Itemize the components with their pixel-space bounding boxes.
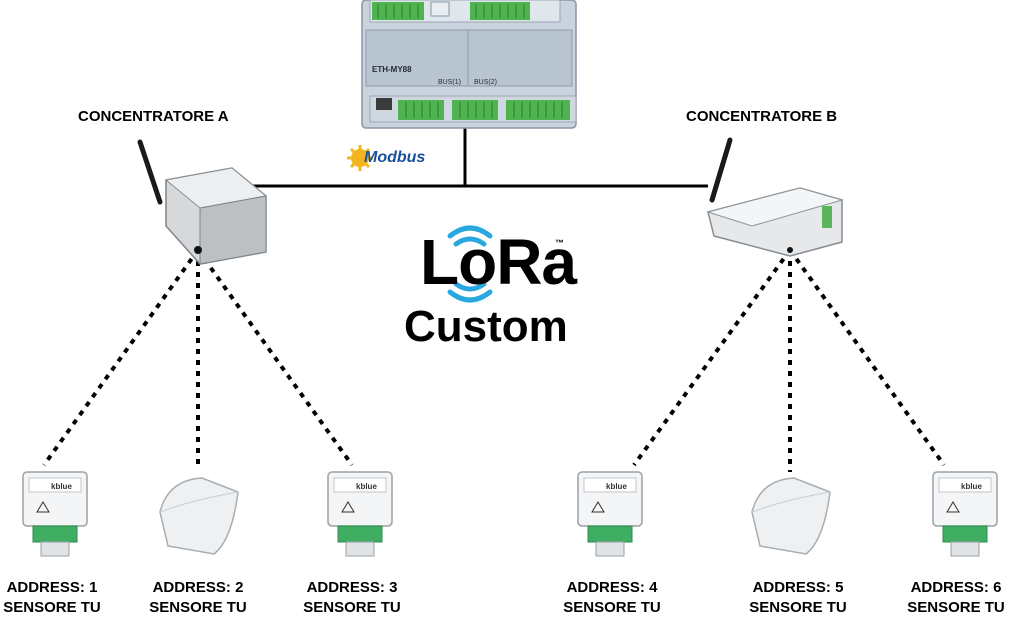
- sensor-device-2: [159, 477, 239, 555]
- link-a-3: [196, 248, 354, 467]
- link-b-6: [788, 248, 946, 467]
- device-brand-label: kblue: [961, 482, 982, 491]
- sensor-5-caption: ADDRESS: 5 SENSORE TU: [728, 578, 868, 618]
- sensor-device-4: kblue: [577, 471, 643, 557]
- sensor-2-caption: ADDRESS: 2 SENSORE TU: [128, 578, 268, 618]
- link-b-4: [632, 248, 792, 467]
- lora-wave-icon: [447, 225, 493, 303]
- sensor-type: SENSORE TU: [563, 599, 661, 616]
- concentrator-b-label: CONCENTRATORE B: [686, 108, 838, 125]
- modbus-logo-icon: [347, 145, 373, 171]
- sensor-device-3: kblue: [327, 471, 393, 557]
- sensor-type: SENSORE TU: [149, 599, 247, 616]
- sensor-address: ADDRESS: 3: [306, 579, 398, 596]
- bus2-label: BUS(2): [474, 79, 497, 86]
- device-brand-label: kblue: [356, 482, 377, 491]
- link-a-1: [42, 248, 200, 467]
- sensor-4-caption: ADDRESS: 4 SENSORE TU: [542, 578, 682, 618]
- antenna-icon: [709, 137, 733, 203]
- concentrator-a-label: CONCENTRATORE A: [78, 108, 229, 125]
- sensor-address: ADDRESS: 6: [910, 579, 1002, 596]
- sensor-device-5: [751, 477, 831, 555]
- custom-label: Custom: [404, 302, 568, 351]
- sensor-type: SENSORE TU: [749, 599, 847, 616]
- controller-device: ETH-MY88 BUS(1) BUS(2): [361, 0, 577, 129]
- modbus-label: Modbus: [364, 149, 426, 166]
- sensor-address: ADDRESS: 4: [566, 579, 658, 596]
- sensor-address: ADDRESS: 2: [152, 579, 244, 596]
- sensor-address: ADDRESS: 1: [6, 579, 98, 596]
- sensor-6-caption: ADDRESS: 6 SENSORE TU: [886, 578, 1024, 618]
- sensor-address: ADDRESS: 5: [752, 579, 844, 596]
- lora-label: LoRa: [420, 226, 577, 298]
- radio-links: [42, 248, 946, 472]
- concentrator-a-device: [137, 139, 268, 265]
- trademark-symbol: ™: [555, 238, 564, 248]
- device-brand-label: kblue: [51, 482, 72, 491]
- sensor-device-6: kblue: [932, 471, 998, 557]
- sensor-1-caption: ADDRESS: 1 SENSORE TU: [0, 578, 122, 618]
- sensor-type: SENSORE TU: [907, 599, 1005, 616]
- modbus-wiring: [245, 125, 708, 188]
- concentrator-b-device: [706, 137, 844, 257]
- sensor-3-caption: ADDRESS: 3 SENSORE TU: [282, 578, 422, 618]
- sensor-device-1: kblue: [22, 471, 88, 557]
- antenna-icon: [137, 139, 163, 205]
- controller-model-label: ETH-MY88: [372, 65, 412, 74]
- bus1-label: BUS(1): [438, 79, 461, 86]
- sensor-type: SENSORE TU: [303, 599, 401, 616]
- device-brand-label: kblue: [606, 482, 627, 491]
- sensor-type: SENSORE TU: [3, 599, 101, 616]
